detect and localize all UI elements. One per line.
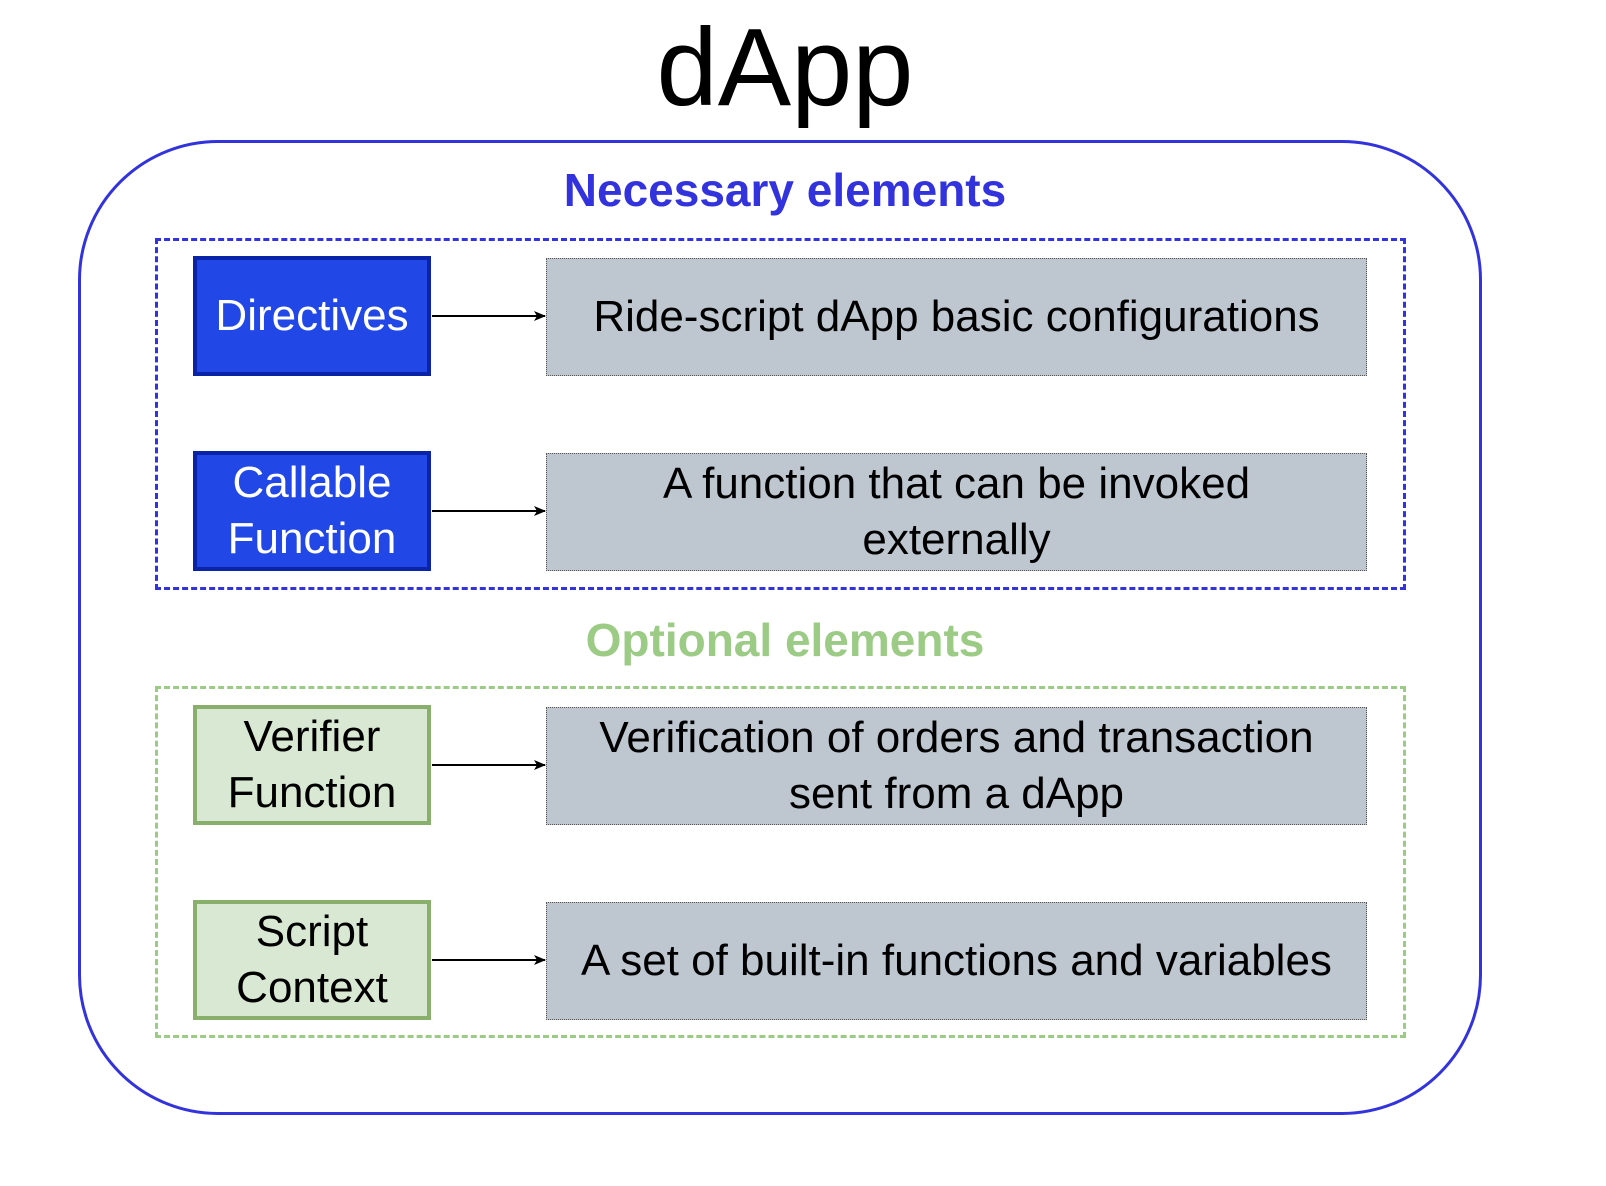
callable-function-box: Callable Function [193,451,431,571]
script-context-description: A set of built-in functions and variable… [546,902,1367,1020]
directives-box: Directives [193,256,431,376]
optional-elements-heading: Optional elements [585,614,985,666]
directives-description: Ride-script dApp basic configurations [546,258,1367,376]
callable-function-description: A function that can be invoked externall… [546,453,1367,571]
verifier-function-description: Verification of orders and transaction s… [546,707,1367,825]
necessary-elements-group [155,238,1406,590]
script-context-box: Script Context [193,900,431,1020]
diagram-title: dApp [656,6,914,129]
verifier-function-box: Verifier Function [193,705,431,825]
necessary-elements-heading: Necessary elements [563,164,1007,216]
dapp-container [78,140,1482,1115]
optional-elements-group [155,686,1406,1038]
